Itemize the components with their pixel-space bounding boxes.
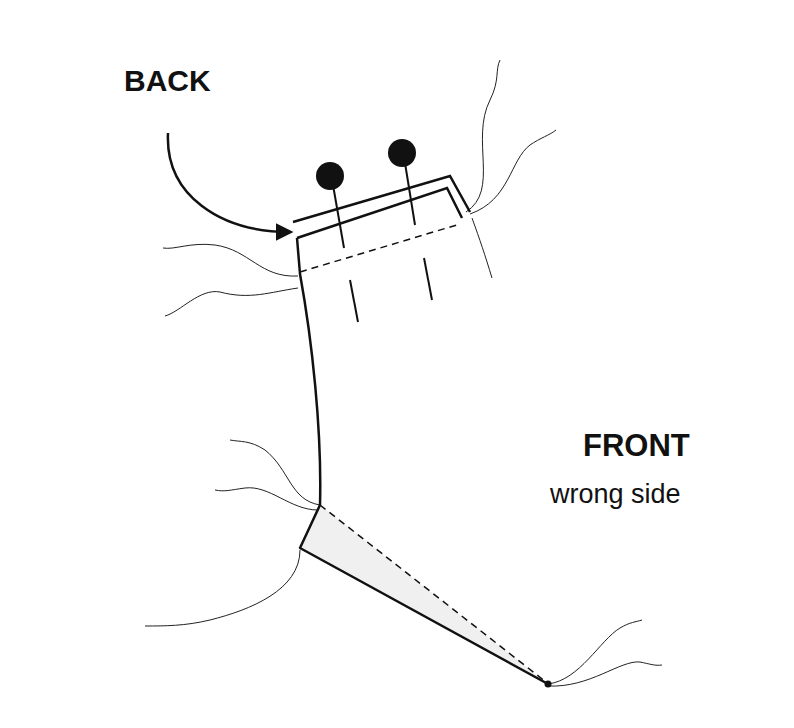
side-note: wrong side: [550, 480, 681, 510]
pin-head: [388, 139, 416, 167]
front-fabric-edge: [297, 188, 462, 238]
seam-allowance: [300, 505, 548, 684]
pin-head: [316, 162, 344, 190]
part-label: BACK: [124, 64, 211, 97]
fabric-threads: [145, 60, 662, 686]
part-label: FRONT: [583, 429, 690, 463]
front-fabric-outline: [297, 238, 548, 684]
pins: [333, 163, 432, 322]
seam-end-dot: [545, 681, 552, 688]
shoulder-seam-line: [300, 224, 460, 272]
leader-arrow: [168, 133, 290, 232]
side-seam-line: [320, 505, 546, 682]
